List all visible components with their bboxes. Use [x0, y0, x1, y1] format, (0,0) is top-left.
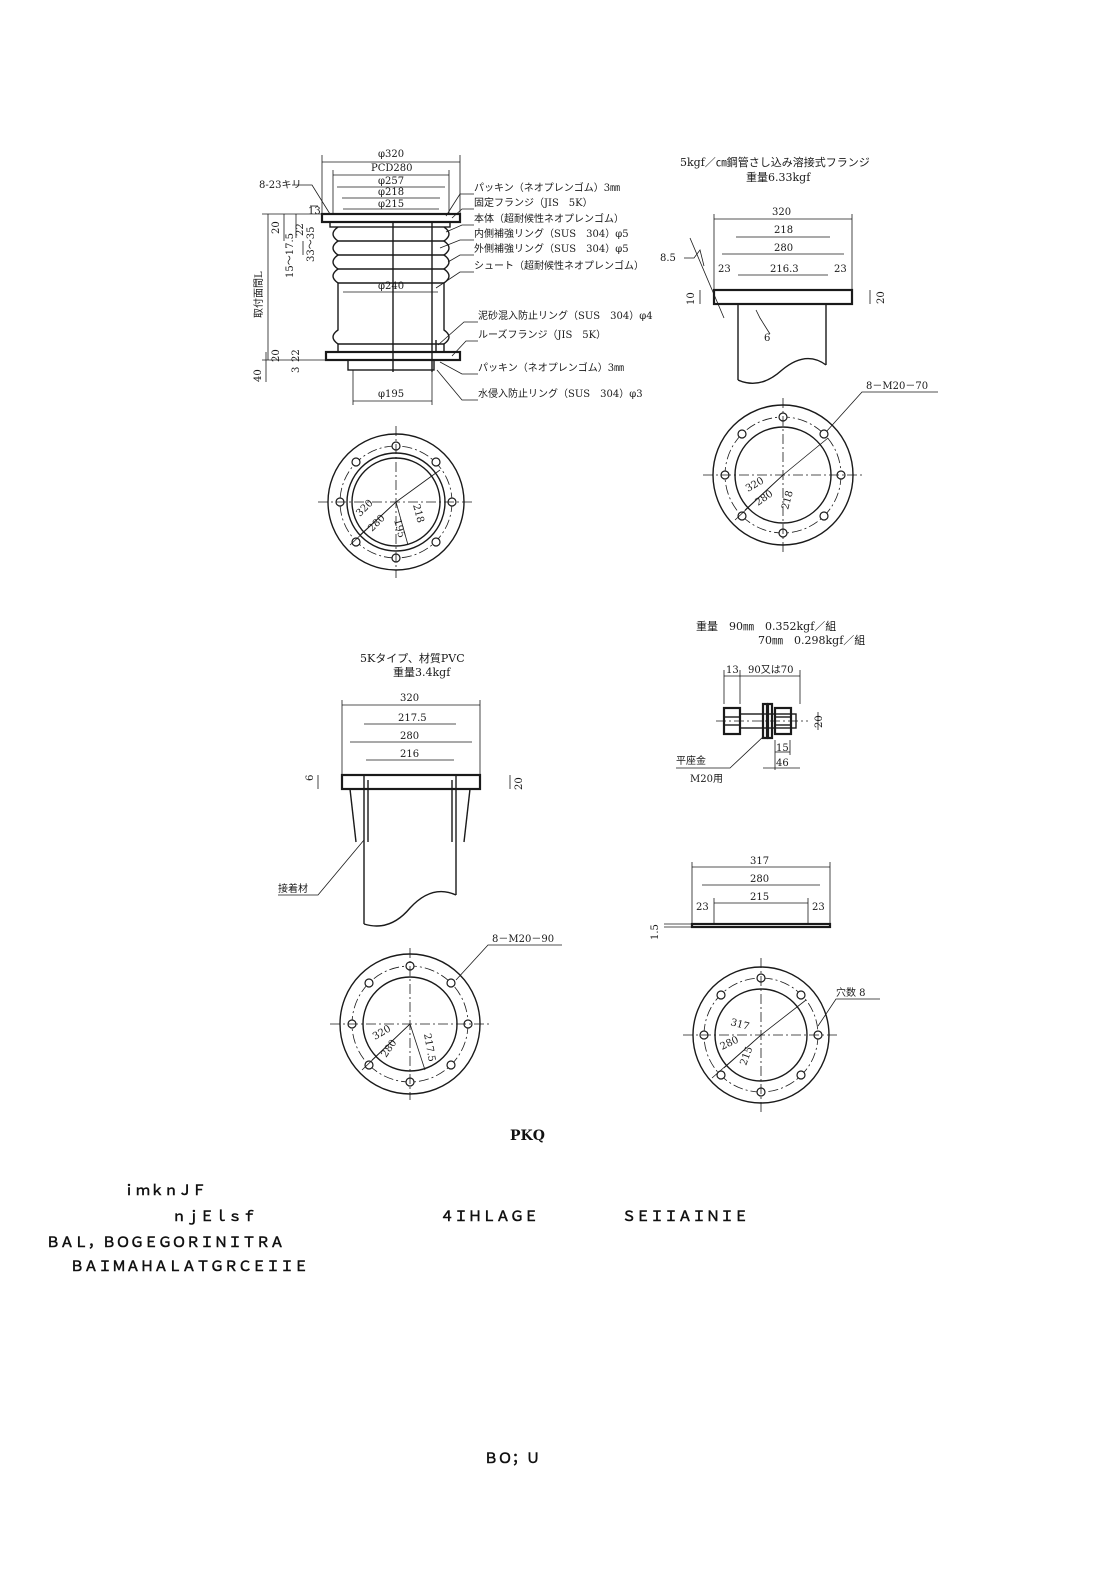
- callout-loose-flange: ルーズフランジ（JIS 5K）: [478, 328, 606, 341]
- plan5-dim-b: 280: [719, 1035, 741, 1053]
- fig5-dim-r23: 23: [812, 902, 825, 913]
- fig3-dim-280: 280: [400, 731, 419, 742]
- fig4-dim-15: 15: [776, 743, 789, 754]
- label-bolt-holes: 8-23キリ: [259, 180, 301, 191]
- dim-v40: 40: [253, 369, 264, 382]
- fig2-dim-320: 320: [772, 207, 791, 218]
- plan1-dim-c: 195: [391, 518, 407, 539]
- callout-body: 本体（超耐候性ネオプレンゴム）: [474, 212, 624, 225]
- flexible-joint-section: φ320 PCD280 φ257 φ218 φ215 8-23キリ φ240: [252, 149, 653, 405]
- plan2-dim-b: 280: [753, 488, 775, 508]
- fig4-dim-13: 13: [726, 665, 739, 676]
- fig4-washer-size: M20用: [690, 774, 723, 785]
- fig2-dim-218: 218: [774, 225, 793, 236]
- fig3-dim-20: 20: [514, 777, 525, 790]
- caption-line-2c: ＳＥＩＩＡＩＮＩＥ: [622, 1209, 748, 1225]
- dim-v13: 13: [308, 206, 321, 217]
- fig2-dim-l23: 23: [718, 264, 731, 275]
- fig2-dim-280: 280: [774, 243, 793, 254]
- dim-v35: 33～35: [306, 227, 317, 262]
- dim-v22-bottom: 22: [291, 349, 302, 362]
- fig2-weight: 重量6.33kgf: [746, 170, 811, 184]
- plan1-dim-b: 280: [366, 513, 387, 534]
- plan5-dim-c: 215: [738, 1045, 755, 1067]
- fig5-dim-215: 215: [750, 892, 769, 903]
- fig2-dim-20: 20: [876, 291, 887, 304]
- dim-d257: φ257: [378, 176, 404, 187]
- flexible-joint-plan: 320 280 195 218: [318, 426, 474, 578]
- plan1-dim-d: 218: [410, 503, 426, 524]
- fig2-dim-r23: 23: [834, 264, 847, 275]
- dim-d195: φ195: [378, 389, 404, 400]
- dim-d215: φ215: [378, 199, 404, 210]
- dim-v175: 15～17.5: [285, 233, 296, 278]
- caption-line-1: ｉｍｋｎＪＦ: [122, 1183, 206, 1199]
- caption-line-3: ＢＡＬ，ＢＯＧＥＧＯＲＩＮＩＴＲＡ: [46, 1235, 284, 1251]
- bolt-set-detail: 重量 90㎜ 0.352kgf／組 70㎜ 0.298kgf／組 13 90又は…: [676, 619, 865, 785]
- callout-water-ring: 水侵入防止リング（SUS 304）φ3: [478, 387, 643, 400]
- pvc-flange-plan: 8－M20－90 320 280 217.5: [330, 934, 562, 1100]
- fig4-dim-length: 90又は70: [748, 664, 793, 676]
- fig2-title: 5kgf／㎝鋼管さし込み溶接式フランジ: [680, 155, 870, 169]
- fig5-dim-317: 317: [750, 856, 769, 867]
- caption-line-2a: ｎｊＥｌｓｆ: [172, 1209, 256, 1225]
- plan3-dim-b: 280: [379, 1038, 399, 1060]
- gasket-section: 317 280 215 23 23 1.5: [650, 856, 832, 940]
- fig2-bolt-spec: 8－M20－70: [866, 381, 928, 392]
- callout-outer-ring: 外側補強リング（SUS 304）φ5: [474, 242, 629, 255]
- fig3-dim-320: 320: [400, 693, 419, 704]
- fig4-dim-20: 20: [814, 715, 825, 728]
- fig5-dim-l23: 23: [696, 902, 709, 913]
- fig3-dim-6: 6: [305, 775, 316, 781]
- figure-caption: PKQ: [510, 1128, 545, 1144]
- fig3-title: 5Kタイプ、材質PVC: [360, 651, 465, 665]
- fig5-dim-15: 1.5: [650, 924, 661, 940]
- plan2-dim-c: 218: [780, 489, 796, 510]
- fig2-dim-6: 6: [764, 333, 770, 344]
- plan5-dim-a: 317: [729, 1017, 750, 1033]
- plan3-dim-c: 217.5: [421, 1033, 437, 1063]
- dim-v20-bottom: 20: [271, 349, 282, 362]
- fig3-dim-216: 216: [400, 749, 419, 760]
- callout-chute: シュート（超耐候性ネオプレンゴム）: [474, 259, 644, 272]
- fig4-weight1: 重量 90㎜ 0.352kgf／組: [696, 619, 836, 633]
- dim-d240: φ240: [378, 281, 404, 292]
- fig3-adhesive: 接着材: [278, 882, 308, 895]
- fig3-dim-2175: 217.5: [398, 713, 427, 724]
- callout-gasket-top: パッキン（ネオプレンゴム）3㎜: [474, 181, 620, 194]
- gasket-plan: 穴数 8 317 280 215: [683, 958, 880, 1112]
- dim-v20-top: 20: [271, 221, 282, 234]
- callout-inner-ring: 内側補強リング（SUS 304）φ5: [474, 227, 629, 240]
- fig2-dim-2163: 216.3: [770, 264, 799, 275]
- fig2-dim-85: 8.5: [660, 253, 676, 264]
- callout-gasket-bottom: パッキン（ネオプレンゴム）3㎜: [478, 361, 624, 374]
- fig4-washer-label: 平座金: [676, 754, 706, 767]
- fig2-dim-10: 10: [686, 292, 697, 305]
- dim-d218: φ218: [378, 187, 404, 198]
- fig5-dim-280: 280: [750, 874, 769, 885]
- dim-v3: 3: [291, 367, 302, 373]
- fig3-weight: 重量3.4kgf: [393, 665, 451, 679]
- dim-pcd280: PCD280: [371, 163, 412, 174]
- pvc-flange-section: 5Kタイプ、材質PVC 重量3.4kgf 320 217.5 280 216 6…: [278, 651, 525, 927]
- fig4-dim-46: 46: [776, 758, 789, 769]
- dim-length-L: 取付面間L: [252, 271, 265, 318]
- fig4-weight2: 70㎜ 0.298kgf／組: [758, 634, 865, 647]
- callout-fixed-flange: 固定フランジ（JIS 5K）: [474, 196, 593, 209]
- steel-weld-flange-section: 5kgf／㎝鋼管さし込み溶接式フランジ 重量6.33kgf 320 218 28…: [660, 155, 887, 384]
- plan1-dim-a: 320: [354, 498, 375, 519]
- fig5-holes-label: 穴数 8: [836, 986, 866, 999]
- dim-d320: φ320: [378, 149, 404, 160]
- fig3-bolt-spec: 8－M20－90: [492, 934, 554, 945]
- caption-line-4: ＢＡＩＭＡＨＡＬＡＴＧＲＣＥＩＩＥ: [70, 1259, 308, 1275]
- callout-sand-ring: 泥砂混入防止リング（SUS 304）φ4: [478, 309, 653, 322]
- caption-line-2b: ４ＩＨＬＡＧＥ: [440, 1209, 538, 1225]
- page-number: ＢＯ；Ｕ: [484, 1451, 540, 1467]
- steel-weld-flange-plan: 8－M20－70 320 280 218: [703, 381, 938, 552]
- dim-v22-top: 22: [295, 223, 306, 236]
